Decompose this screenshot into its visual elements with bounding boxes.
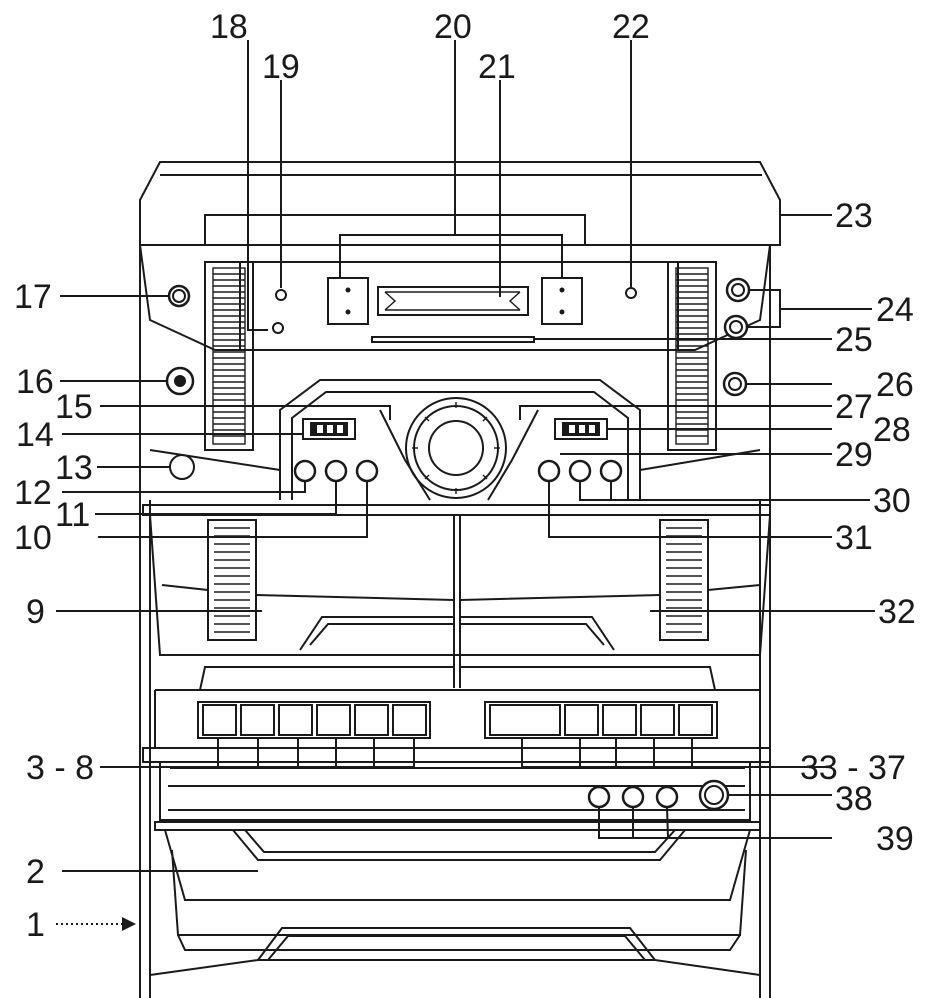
callout-31: 31 <box>835 519 873 557</box>
switch-14 <box>302 418 356 440</box>
knob-24a <box>725 277 751 303</box>
callout-19: 19 <box>262 48 300 86</box>
knob-26 <box>722 371 748 397</box>
callout-33-37: 33 - 37 <box>800 749 906 787</box>
callout-9: 9 <box>26 593 45 631</box>
callout-38: 38 <box>835 780 873 818</box>
callout-3-8: 3 - 8 <box>26 749 94 787</box>
callout-28: 28 <box>873 411 911 449</box>
right-grille <box>667 261 717 451</box>
callout-18: 18 <box>210 8 248 46</box>
console-buttons <box>293 459 623 483</box>
callout-16: 16 <box>16 363 54 401</box>
cassette-decks <box>149 514 771 691</box>
knob-24b <box>723 314 749 340</box>
top-lid <box>139 161 781 246</box>
callout-24: 24 <box>876 291 914 329</box>
callout-39: 39 <box>876 820 914 858</box>
callout-15: 15 <box>55 388 93 426</box>
callout-20: 20 <box>434 8 472 46</box>
callout-13: 13 <box>55 449 93 487</box>
callout-29: 29 <box>835 436 873 474</box>
callout-1: 1 <box>26 906 45 944</box>
lower-section <box>149 762 761 976</box>
callout-2: 2 <box>26 853 45 891</box>
callout-14: 14 <box>16 416 54 454</box>
callout-12: 12 <box>14 474 52 512</box>
callout-17: 17 <box>14 278 52 316</box>
callout-25: 25 <box>835 321 873 359</box>
callout-21: 21 <box>478 48 516 86</box>
stereo-unit <box>139 161 781 998</box>
callout-11: 11 <box>55 496 90 534</box>
key-row <box>142 690 771 763</box>
callout-30: 30 <box>873 482 911 520</box>
callout-10: 10 <box>14 519 52 557</box>
control-console <box>279 379 641 501</box>
callout-22: 22 <box>612 8 650 46</box>
display-panel <box>239 261 679 351</box>
callout-23: 23 <box>835 197 873 235</box>
leader-lines <box>56 40 875 931</box>
callout-32: 32 <box>878 593 916 631</box>
knob-17 <box>167 284 191 308</box>
callout-26: 26 <box>876 366 914 404</box>
switch-28 <box>554 418 608 440</box>
left-grille <box>204 261 254 451</box>
callout-27: 27 <box>835 388 873 426</box>
callout-labels: 1 2 3 - 8 9 10 11 12 13 14 15 16 17 18 1… <box>14 8 916 944</box>
